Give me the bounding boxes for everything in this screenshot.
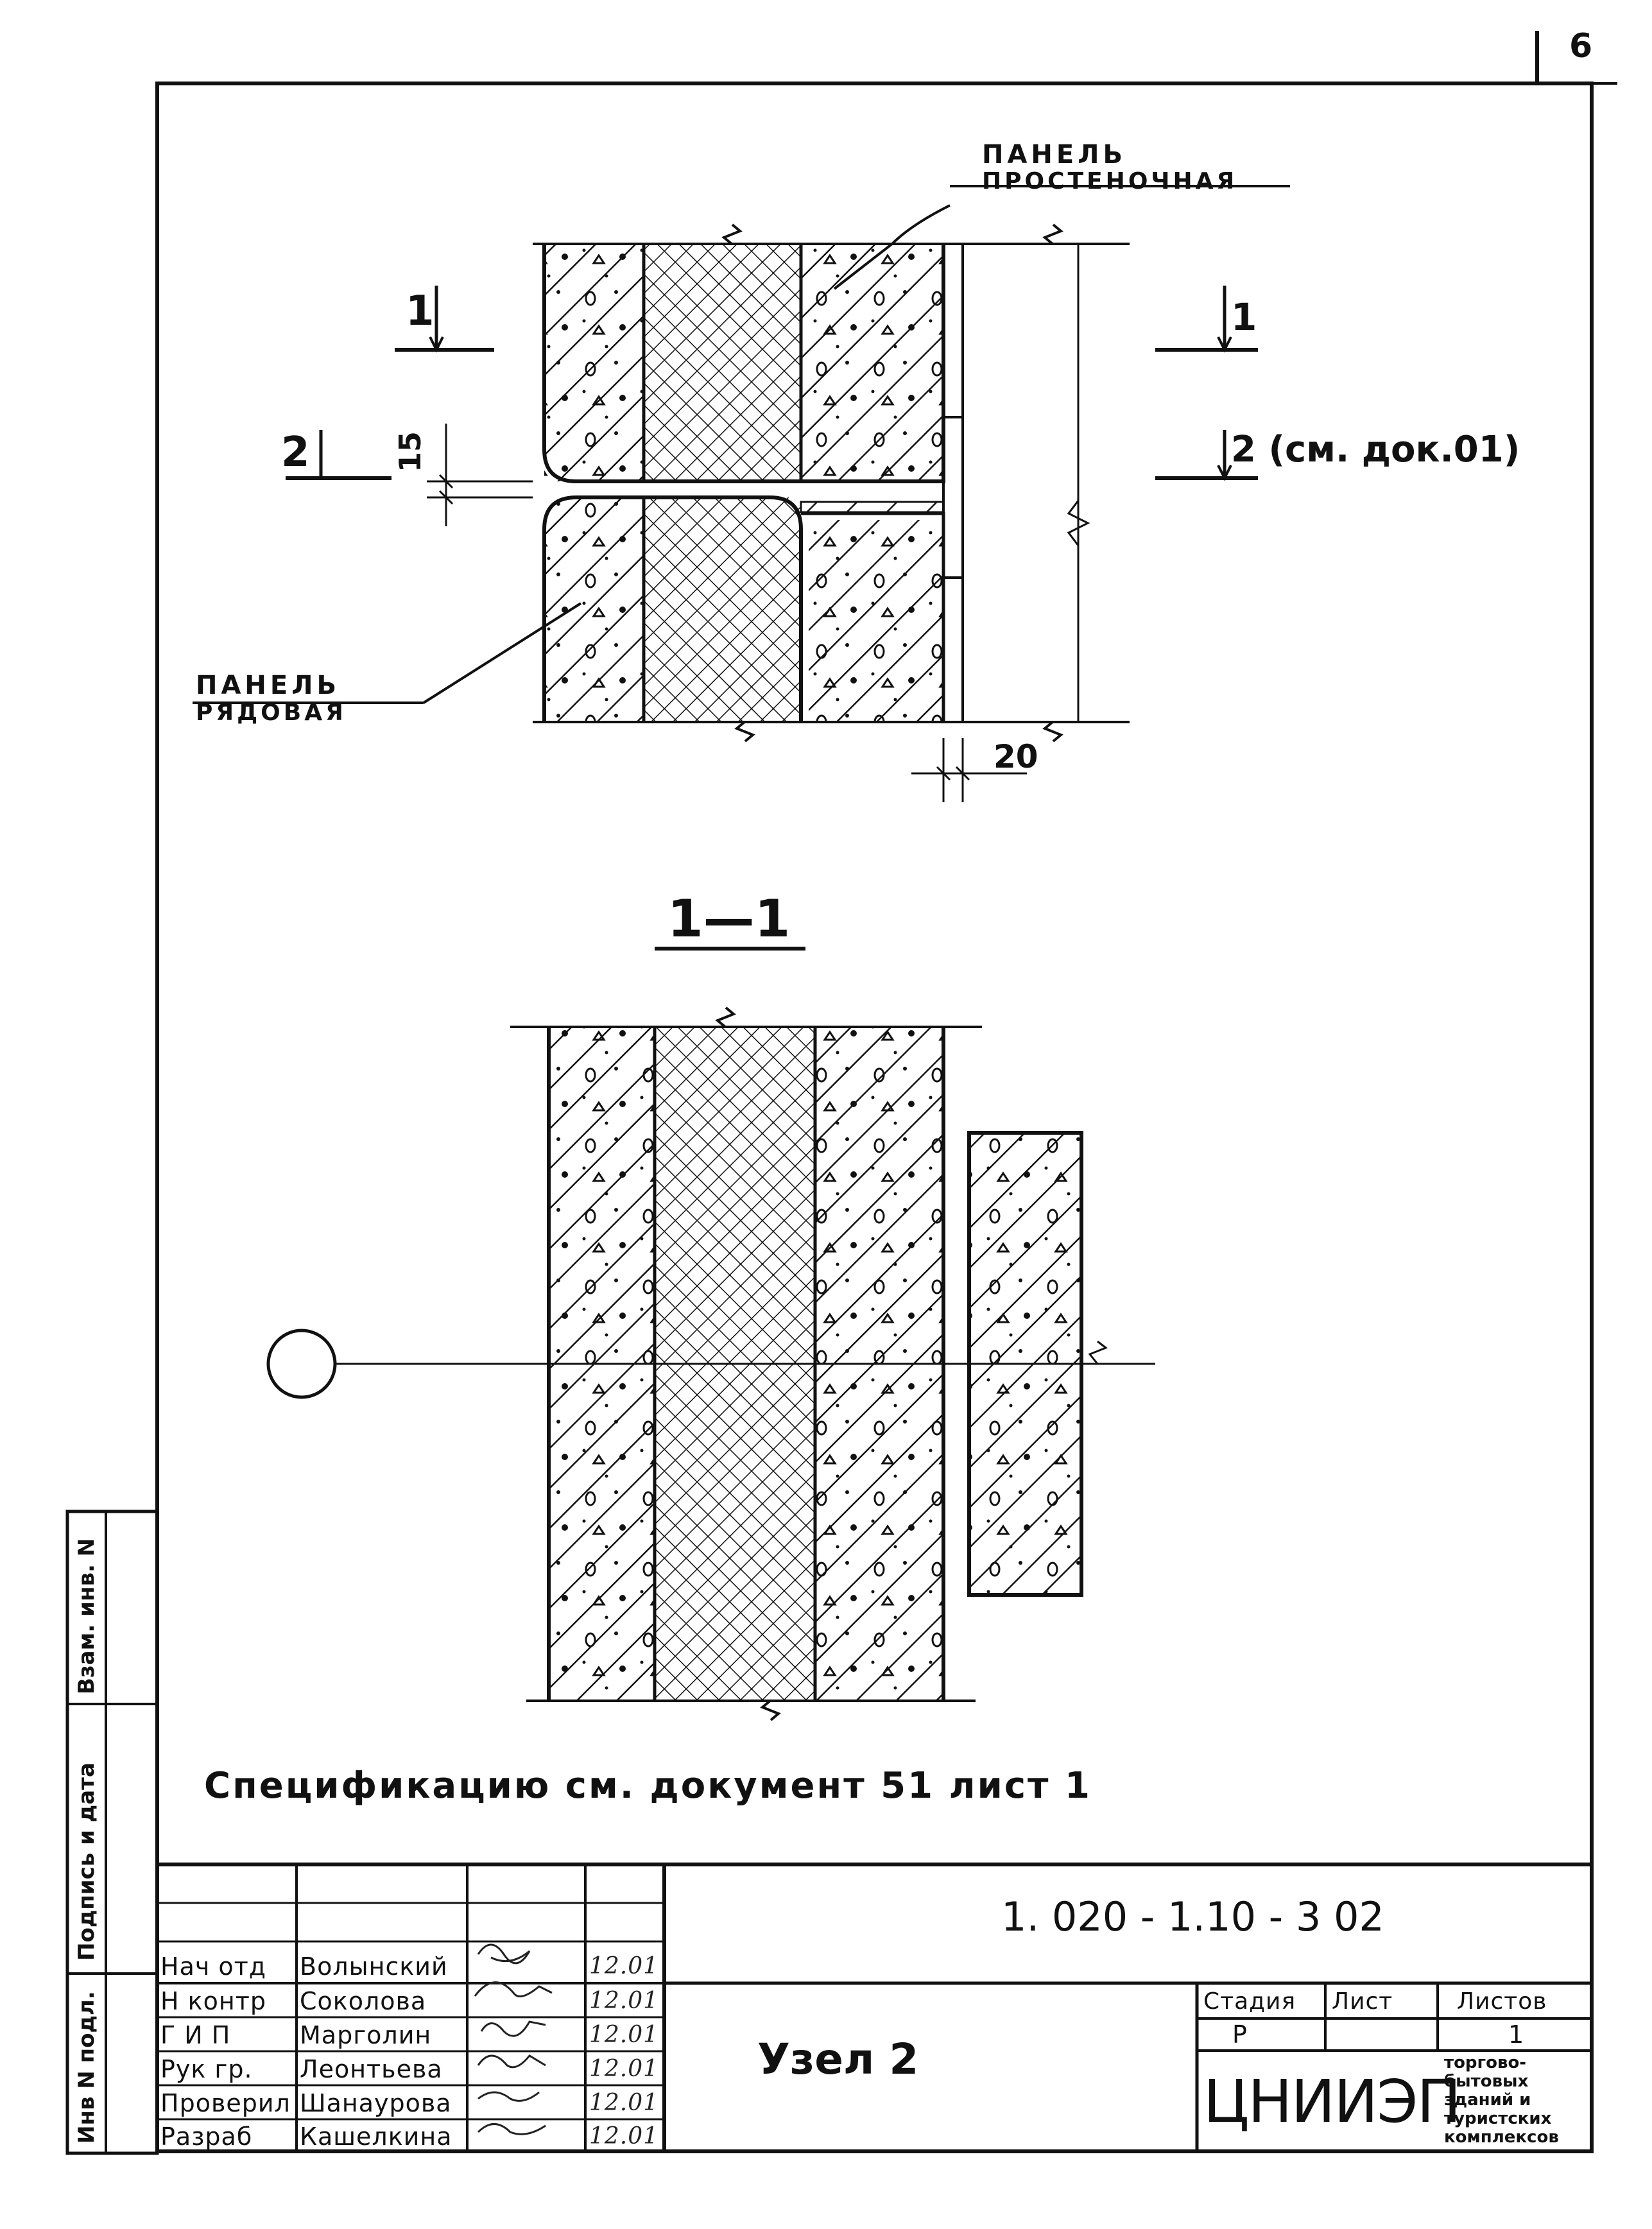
staff-role: Разраб [160, 2122, 253, 2151]
title-block-grid [157, 1863, 1592, 2151]
sheets-value: 1 [1508, 2020, 1525, 2049]
break-marks [715, 223, 1063, 1721]
org-desc-line: бытовых [1444, 2072, 1529, 2091]
label-panel-top-2: ПРОСТЕНОЧНАЯ [982, 168, 1238, 194]
stage-value: Р [1232, 2020, 1248, 2049]
staff-role: Проверил [160, 2089, 291, 2117]
staff-name: Кашелкина [300, 2122, 452, 2151]
leader-top [833, 204, 951, 290]
staff-name: Леонтьева [300, 2055, 443, 2083]
lower-panel [533, 244, 1130, 723]
staff-date: 12.01 [589, 1988, 659, 2014]
staff-date: 12.01 [589, 2090, 659, 2116]
stage-header: Стадия [1203, 1988, 1296, 2015]
dim-20: 20 [994, 738, 1038, 775]
section-2-right: 2 (см. док.01) [1231, 429, 1520, 470]
staff-role: Н контр [160, 1987, 266, 2015]
staff-date: 12.01 [589, 1953, 659, 1979]
sheet-frame [155, 31, 1617, 2153]
section-title: 1—1 [667, 889, 791, 949]
dimension-20 [911, 738, 1027, 802]
document-code: 1. 020 - 1.10 - 3 02 [1001, 1893, 1384, 1940]
leader-bottom [422, 602, 582, 704]
org-desc-line: зданий и [1444, 2090, 1531, 2110]
org-desc-line: туристских [1444, 2109, 1552, 2128]
org-description: торгово- бытовых зданий и туристских ком… [1444, 2054, 1559, 2147]
side-stamp-grid [65, 1510, 159, 2155]
specification-note: Спецификацию см. документ 51 лист 1 [204, 1765, 1092, 1807]
section-markers [286, 286, 1258, 481]
sheets-header: Листов [1457, 1988, 1547, 2015]
section-1-right: 1 [1231, 295, 1257, 339]
org-desc-line: торгово- [1444, 2053, 1527, 2072]
staff-role: Рук гр. [160, 2055, 253, 2083]
section-1-1 [266, 1026, 1155, 1702]
section-1-left: 1 [406, 288, 435, 335]
label-panel-bottom-2: РЯДОВАЯ [196, 700, 347, 726]
section-2-left: 2 [281, 429, 310, 476]
label-panel-top-1: ПАНЕЛЬ [982, 140, 1126, 169]
staff-name: Соколова [300, 1987, 427, 2015]
staff-role: Нач отд [160, 1952, 267, 1981]
staff-name: Волынский [300, 1952, 448, 1981]
staff-name: Марголин [300, 2021, 432, 2049]
sheet-header: Лист [1332, 1988, 1393, 2015]
label-panel-bottom-1: ПАНЕЛЬ [196, 671, 340, 700]
drawing-title: Узел 2 [757, 2035, 919, 2084]
staff-date: 12.01 [589, 2022, 659, 2048]
dimension-15 [427, 424, 533, 526]
org-logo: ЦНИИЭП [1203, 2067, 1461, 2136]
staff-date: 12.01 [589, 2123, 659, 2149]
staff-date: 12.01 [589, 2056, 659, 2082]
upper-panel [533, 243, 1130, 483]
org-desc-line: комплексов [1444, 2128, 1559, 2147]
staff-name: Шанаурова [300, 2089, 452, 2117]
sheet-number: 6 [1569, 27, 1593, 65]
staff-role: Г И П [160, 2021, 231, 2049]
